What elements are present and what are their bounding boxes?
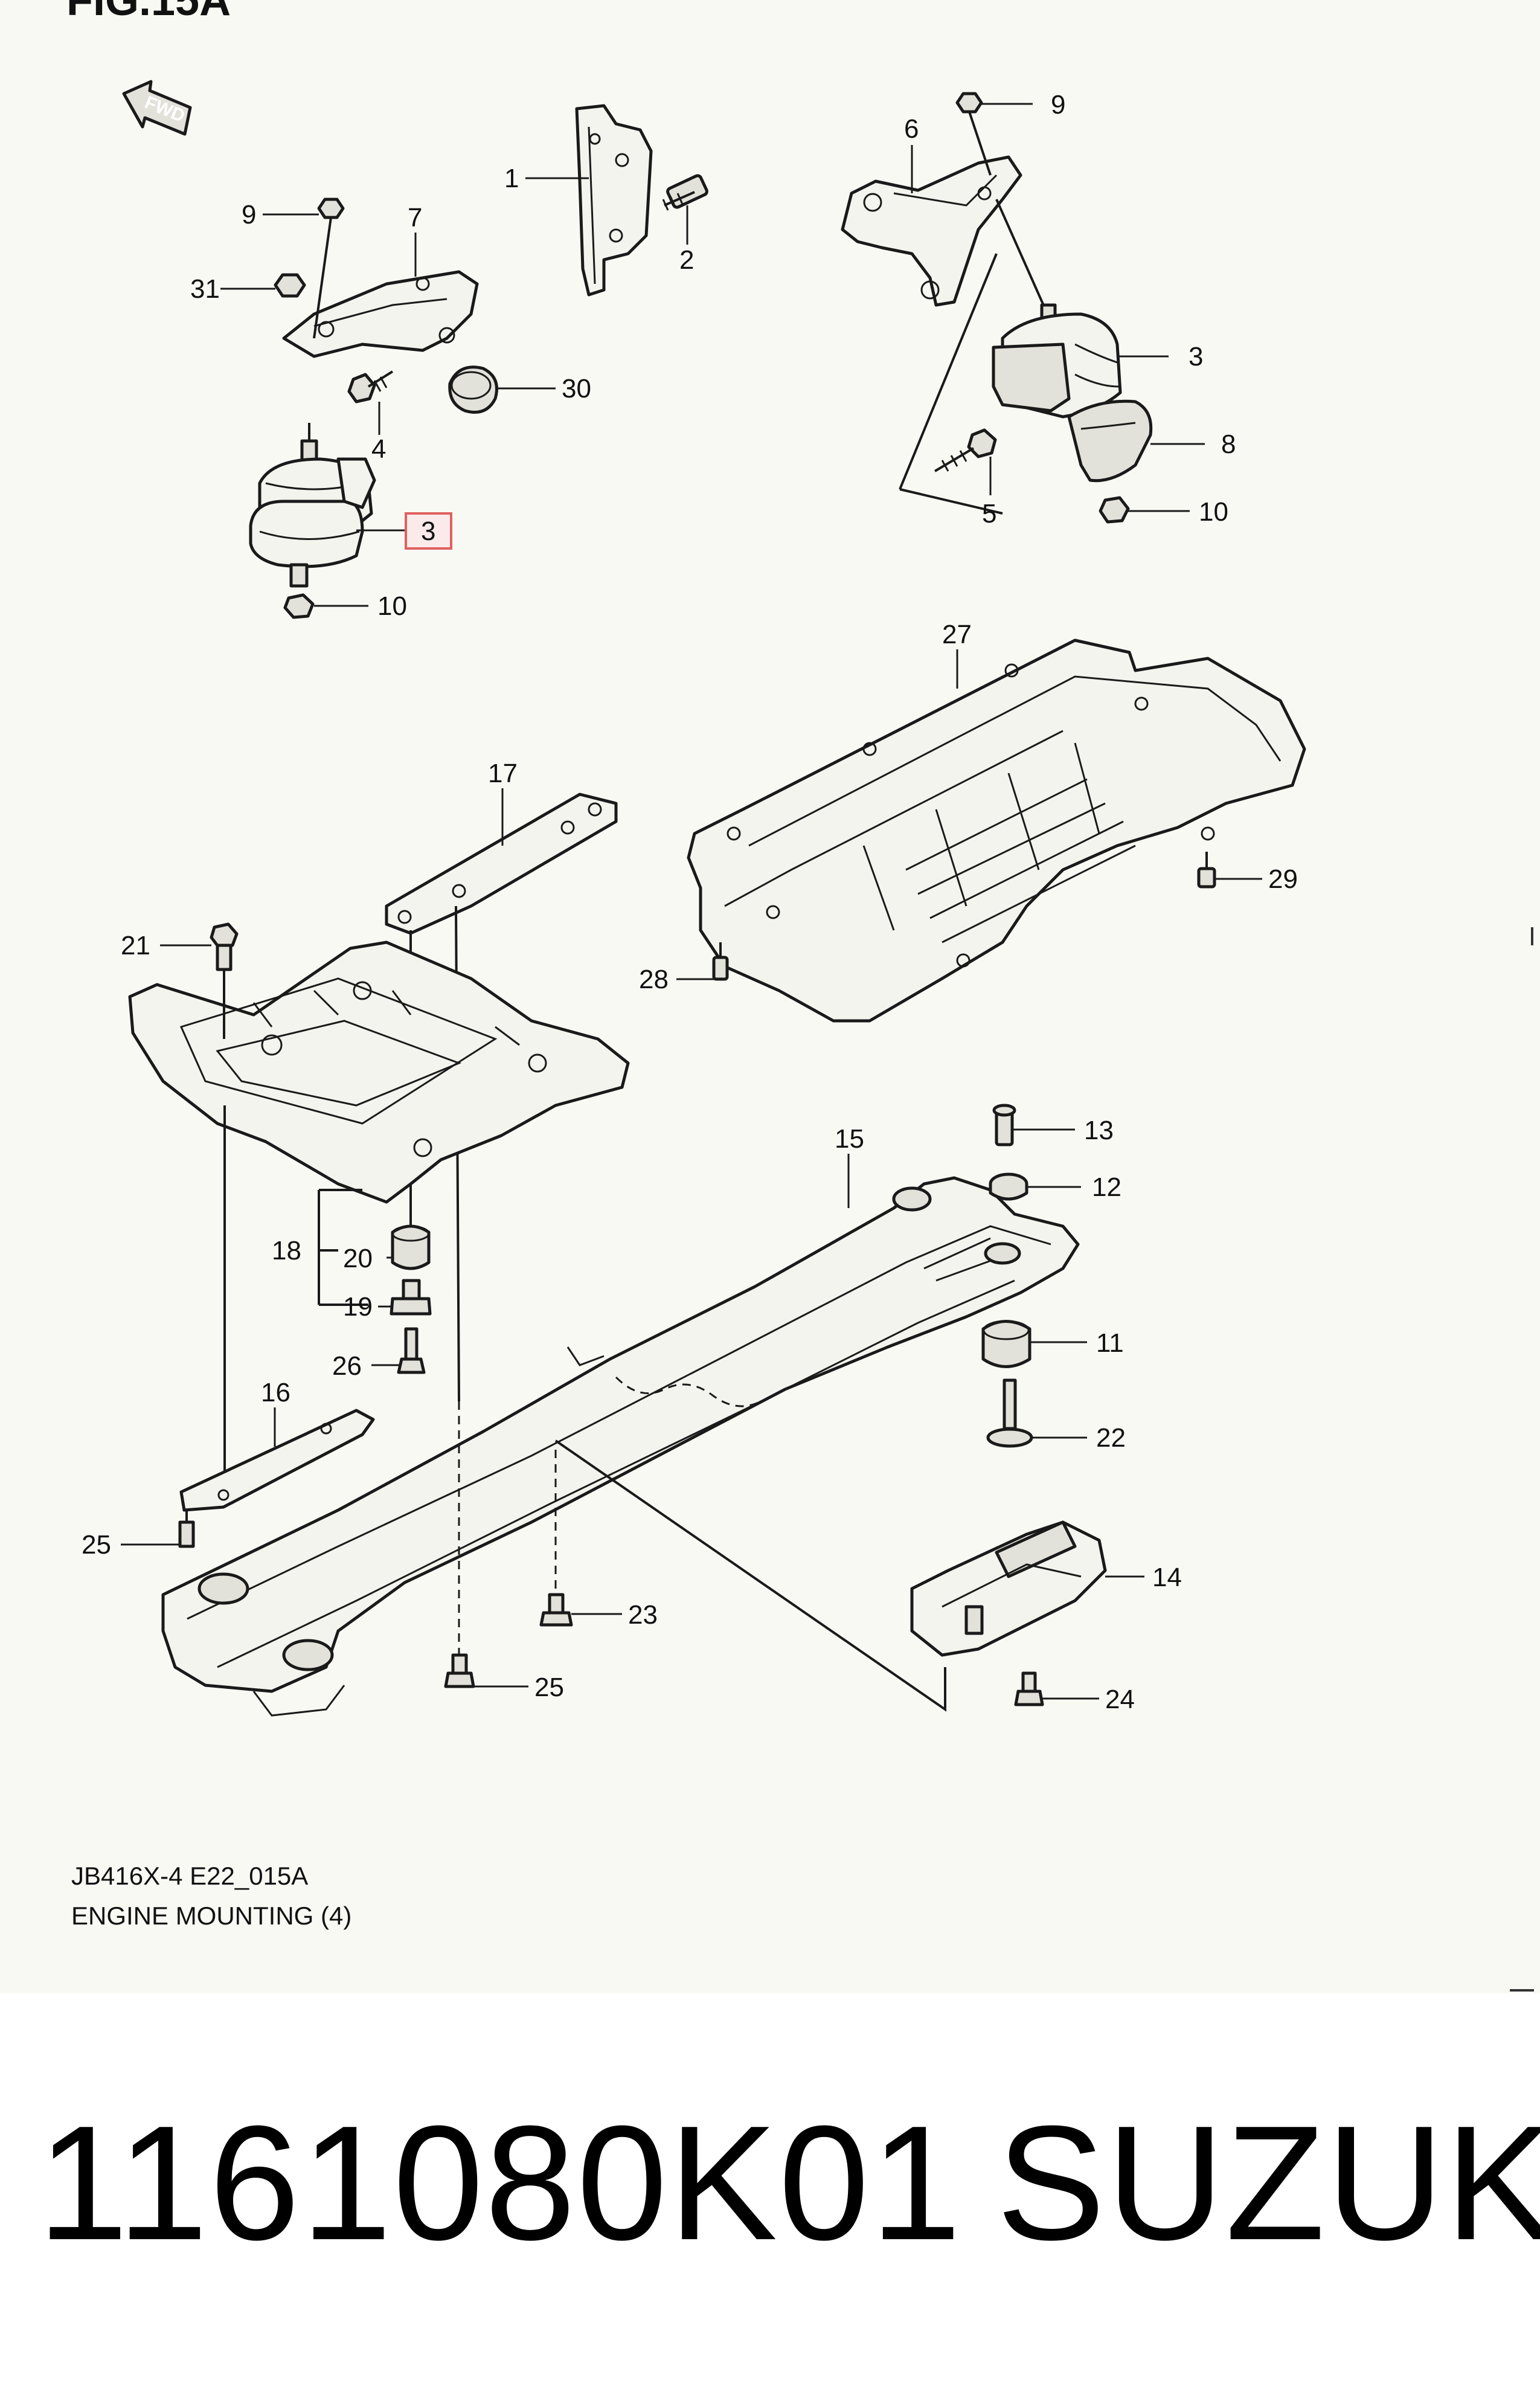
- callout-3-highlighted: 3: [421, 516, 435, 546]
- part-number: 1161080K01: [37, 2092, 963, 2274]
- exploded-parts-diagram: .p { fill: #f4f4ee; stroke: #1a1a1a; str…: [82, 80, 1306, 1717]
- brand-name: SUZUKI: [996, 2092, 1540, 2274]
- callout-8: 8: [1221, 429, 1236, 459]
- callout-18: 18: [272, 1236, 301, 1265]
- figure-caption: ENGINE MOUNTING (4): [71, 1902, 352, 1930]
- part-14-mount: [910, 1520, 1107, 1657]
- part-12-washer: [989, 1172, 1028, 1201]
- callout-16: 16: [261, 1378, 290, 1407]
- part-10-nut-right: [1099, 496, 1130, 524]
- part-16-strip: [179, 1409, 375, 1512]
- part-2-bolt: [662, 174, 708, 211]
- callout-15: 15: [835, 1124, 864, 1154]
- callout-22: 22: [1096, 1423, 1126, 1453]
- part-9-nut-left: [313, 198, 345, 339]
- part-1-bracket: [575, 104, 653, 297]
- callout-7: 7: [408, 203, 422, 233]
- part-3-engine-mount-right: [992, 303, 1122, 419]
- part-10-nut-left: [283, 593, 315, 619]
- upper-frame-assembly: [128, 940, 630, 1204]
- callout-labels: 1 2 3 3 4 5 6 7 8 9 9 10 10 11 12 13 14 …: [82, 90, 1298, 1714]
- callout-23: 23: [628, 1600, 658, 1630]
- callout-11: 11: [1096, 1328, 1124, 1358]
- callout-25-top: 25: [82, 1530, 111, 1560]
- callout-19: 19: [343, 1292, 373, 1322]
- callout-10-left: 10: [377, 591, 407, 621]
- callout-25-bottom: 25: [534, 1673, 564, 1702]
- part-30-bushing: [448, 365, 498, 414]
- part-28-bolt: [712, 942, 729, 981]
- callout-30: 30: [562, 374, 591, 403]
- part-25-bolt-bottom: [444, 1653, 475, 1688]
- part-5-bolt: [899, 253, 1003, 515]
- callout-9-left: 9: [242, 200, 256, 230]
- fwd-arrow-icon: FWD: [122, 80, 192, 136]
- part-21-bolt: [210, 922, 239, 1039]
- part-4-bolt: [347, 370, 394, 403]
- edge-tick-right: [1531, 927, 1533, 945]
- guide-line-14: [554, 1439, 946, 1712]
- edge-tick-bottom: [1510, 1989, 1534, 1992]
- callout-9-right: 9: [1051, 90, 1065, 120]
- part-23-bolt: [539, 1593, 573, 1627]
- callout-21: 21: [121, 931, 150, 960]
- callout-20: 20: [343, 1244, 373, 1273]
- callout-14: 14: [1152, 1563, 1182, 1592]
- part-26-bolt: [397, 1327, 426, 1374]
- figure-code: JB416X-4 E22_015A: [71, 1862, 309, 1890]
- callout-17: 17: [488, 759, 518, 788]
- callout-26: 26: [332, 1351, 362, 1381]
- callout-28: 28: [639, 965, 669, 994]
- part-29-bolt: [1197, 852, 1216, 889]
- part-25-bolt-top: [178, 1510, 195, 1548]
- part-19-spacer: [390, 1279, 432, 1316]
- part-31-nut: [274, 273, 306, 298]
- part-3-engine-mount-left: [249, 423, 376, 588]
- bracket-18-line: [318, 1189, 368, 1306]
- callout-5: 5: [982, 499, 996, 529]
- callout-24: 24: [1105, 1685, 1135, 1714]
- callout-13: 13: [1084, 1116, 1114, 1145]
- part-7-bracket: [282, 270, 479, 358]
- part-27-skid-plate: [687, 638, 1306, 1023]
- part-15-crossmember: [161, 1176, 1080, 1717]
- callout-31: 31: [190, 274, 220, 304]
- callout-29: 29: [1268, 864, 1298, 894]
- figure-title: FIG.15A: [66, 0, 231, 25]
- part-6-bracket: [841, 155, 1022, 307]
- callout-6: 6: [904, 114, 919, 144]
- part-11-cushion: [981, 1320, 1031, 1368]
- callout-12: 12: [1092, 1172, 1121, 1202]
- callout-1: 1: [504, 164, 519, 193]
- callout-3-right: 3: [1189, 342, 1203, 371]
- part-24-bolt: [1014, 1671, 1044, 1706]
- highlight-box-part-3: [405, 512, 452, 550]
- part-8-heat-shield: [1067, 399, 1153, 483]
- part-13-collar: [992, 1104, 1016, 1146]
- callout-27: 27: [942, 620, 972, 649]
- callout-2: 2: [679, 245, 694, 275]
- leader-lines: [121, 103, 1262, 1700]
- callout-10-right: 10: [1199, 497, 1228, 527]
- callout-4: 4: [371, 434, 386, 464]
- part-9-nut-right: [955, 92, 1046, 309]
- part-20-cushion: [391, 1184, 431, 1270]
- part-22-bolt: [986, 1378, 1033, 1448]
- diagram-sheet: FIG.15A .p { fill: #f4f4ee; stroke: #1a1…: [0, 0, 1540, 1993]
